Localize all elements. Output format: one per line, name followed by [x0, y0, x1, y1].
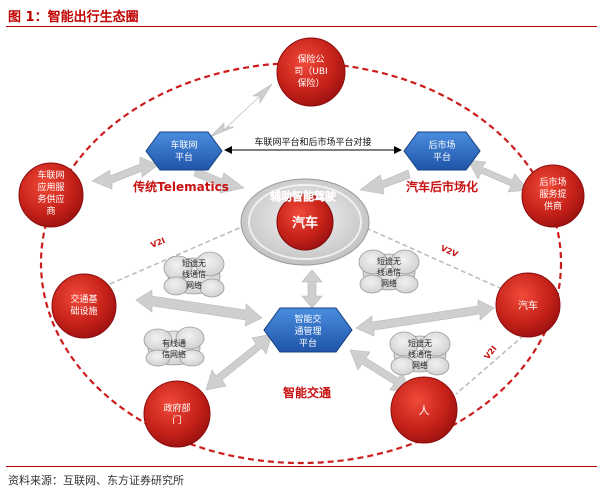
- svg-text:网络: 网络: [186, 280, 202, 290]
- svg-text:通管理: 通管理: [294, 325, 321, 337]
- svg-text:平台: 平台: [299, 337, 317, 349]
- arrow-insurance-telematics: [209, 83, 273, 138]
- v2i-right-line: [455, 329, 531, 395]
- svg-text:网络: 网络: [412, 360, 428, 370]
- svg-text:司（UBI: 司（UBI: [294, 66, 327, 77]
- arrow-telematics-center: [193, 167, 245, 194]
- svg-text:信网络: 信网络: [162, 349, 186, 359]
- svg-text:车联网: 车联网: [170, 139, 197, 151]
- title-rule: [6, 26, 597, 27]
- node-aftermarket-platform: 后市场 平台: [403, 131, 481, 171]
- svg-text:短途无: 短途无: [377, 256, 401, 266]
- svg-text:线通信: 线通信: [182, 269, 206, 279]
- svg-text:保险）: 保险）: [297, 77, 324, 89]
- center-car-hub: 汽车: [240, 178, 370, 266]
- svg-text:务供应: 务供应: [37, 193, 64, 205]
- node-car-right: 汽车: [495, 272, 561, 338]
- cloud-short-bottom: 短途无 线通信 网络: [389, 331, 451, 376]
- svg-text:有线通: 有线通: [162, 338, 186, 348]
- v2v-label: V2V: [439, 244, 460, 260]
- node-telematics-supplier: 车联网 应用服 务供应 商: [18, 162, 84, 228]
- figure-source: 资料来源：互联网、东方证券研究所: [8, 474, 184, 487]
- smart-traffic-label: 智能交通: [282, 385, 331, 400]
- arrow-center-traffic: [301, 269, 323, 309]
- svg-text:服务提: 服务提: [539, 188, 566, 200]
- svg-text:短途无: 短途无: [182, 258, 206, 268]
- node-aftermarket-supplier: 后市场 服务提 供商: [521, 164, 585, 228]
- node-traffic-platform: 智能交 通管理 平台: [263, 307, 353, 353]
- platform-link-label: 车联网平台和后市场平台对接: [254, 136, 371, 148]
- svg-text:应用服: 应用服: [37, 181, 64, 193]
- arrow-aftermarket-center: [359, 169, 411, 195]
- svg-text:网络: 网络: [381, 278, 397, 288]
- assisted-driving-label: 辅助智能驾驶: [270, 189, 337, 203]
- svg-text:门: 门: [172, 414, 181, 426]
- svg-text:交通基: 交通基: [70, 293, 97, 305]
- cloud-short-left: 短途无 线通信 网络: [163, 251, 225, 298]
- svg-text:政府部: 政府部: [163, 402, 190, 414]
- platform-link-arrowhead-left: [224, 146, 232, 154]
- svg-text:汽车: 汽车: [518, 299, 538, 312]
- arrow-car-traffic: [355, 299, 495, 337]
- platform-link-arrowhead-right: [394, 146, 402, 154]
- svg-text:供商: 供商: [544, 200, 562, 212]
- svg-text:后市场: 后市场: [539, 176, 566, 188]
- svg-text:车联网: 车联网: [37, 169, 64, 181]
- center-car-label: 汽车: [292, 215, 318, 231]
- outer-dashed-ellipse: [39, 61, 563, 465]
- arrow-gov-traffic: [205, 333, 273, 391]
- node-traffic-infra: 交通基 础设施: [51, 273, 117, 339]
- figure-title: 图 1：智能出行生态圈: [8, 10, 139, 25]
- svg-text:平台: 平台: [433, 151, 451, 163]
- cloud-short-right: 短途无 线通信 网络: [358, 249, 420, 294]
- traditional-telematics-label: 传统Telematics: [132, 179, 229, 194]
- v2v-line: [365, 227, 501, 289]
- svg-text:线通信: 线通信: [377, 267, 401, 277]
- svg-text:后市场: 后市场: [428, 139, 455, 151]
- svg-text:人: 人: [419, 404, 430, 417]
- svg-text:商: 商: [46, 205, 55, 217]
- svg-text:平台: 平台: [175, 151, 193, 163]
- node-person: 人: [390, 376, 458, 444]
- node-insurance: 保险公 司（UBI 保险）: [276, 37, 346, 107]
- arrow-infra-traffic: [135, 289, 263, 327]
- node-telematics-platform: 车联网 平台: [145, 131, 223, 171]
- svg-text:智能交: 智能交: [294, 313, 321, 325]
- aftermarket-label: 汽车后市场化: [406, 179, 478, 194]
- v2i-left-label: V2I: [149, 236, 166, 250]
- footer-rule: [6, 466, 597, 467]
- svg-text:保险公: 保险公: [297, 53, 324, 65]
- svg-text:短途无: 短途无: [408, 338, 432, 348]
- v2i-left-line: [109, 225, 245, 285]
- node-government: 政府部 门: [143, 380, 211, 448]
- svg-text:础设施: 础设施: [70, 305, 97, 317]
- cloud-wired: 有线通 信网络: [143, 326, 205, 367]
- svg-text:线通信: 线通信: [408, 349, 432, 359]
